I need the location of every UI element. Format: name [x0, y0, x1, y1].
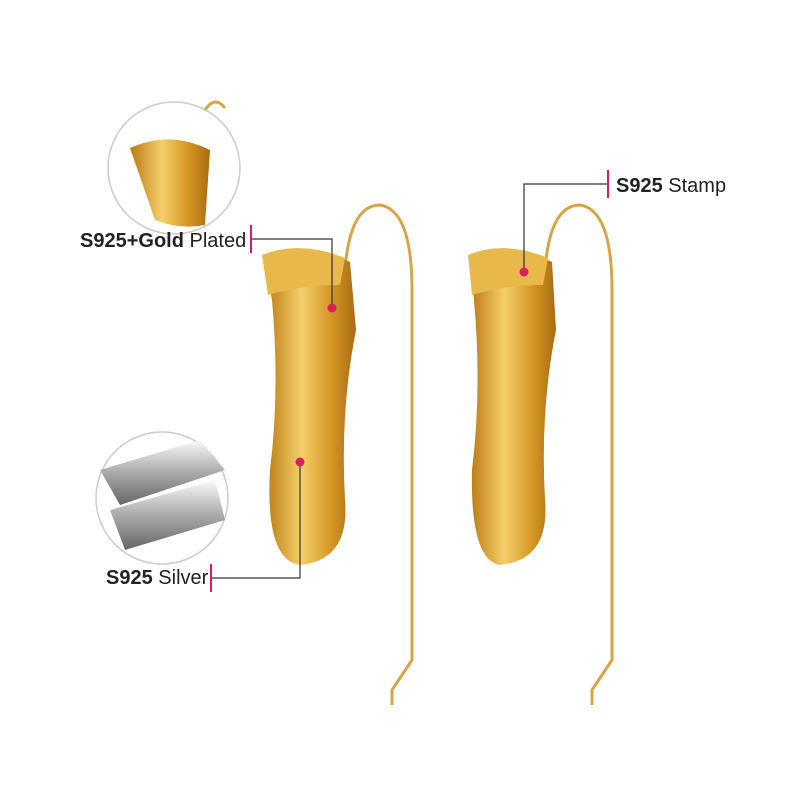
stamp-label-bold: S925 — [616, 175, 663, 197]
right-earring — [468, 203, 614, 705]
callout-lines — [212, 183, 608, 579]
gold-plated-label-normal: Plated — [189, 230, 247, 252]
silver-label-normal: Silver — [158, 567, 209, 589]
silver-label-bold: S925 — [106, 567, 153, 589]
gold-plated-label-bold: S925+Gold — [80, 230, 184, 252]
stamp-label-normal: Stamp — [668, 175, 727, 197]
silver-detail-circle — [95, 431, 229, 565]
silver-label: S925 Silver — [106, 567, 208, 590]
stamp-label: S925 Stamp — [616, 175, 726, 198]
left-earring — [262, 203, 414, 705]
gold-detail-circle — [107, 100, 241, 235]
callout-markers — [210, 170, 609, 592]
gold-plated-label: S925+Gold Plated — [80, 230, 246, 253]
